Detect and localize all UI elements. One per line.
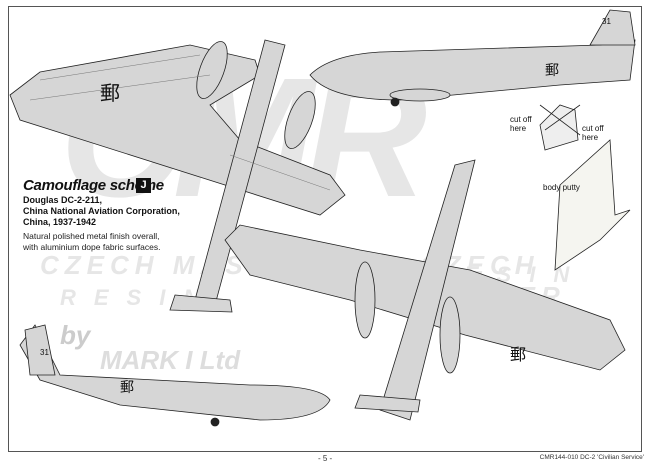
note-line: cut off [510,115,532,124]
description-line: with aluminium dope fabric surfaces. [23,241,161,252]
watermark-maker: MARK I Ltd [100,345,241,375]
page-frame [8,6,642,452]
page-number: - 5 - [318,454,333,463]
aircraft-period: China, 1937-1942 [23,217,97,227]
description-line: Natural polished metal finish overall, [23,231,160,241]
side-view-aircraft-upper: 郵 31 [309,9,636,107]
tail-detail [539,104,631,271]
scheme-letter-badge: J [136,178,151,193]
note-line: cut off [582,124,604,133]
aircraft-type: Douglas DC-2-211, [23,195,103,205]
scheme-title: Camouflage scheme [23,177,164,194]
body-putty-note: body putty [543,183,580,192]
top-view-aircraft: 郵 [9,39,346,313]
svg-text:郵: 郵 [545,62,559,78]
product-code: CMR144-010 DC-2 'Civilian Service' [539,454,644,461]
svg-text:郵: 郵 [120,379,134,395]
aircraft-operator: China National Aviation Corporation, [23,206,180,216]
note-line: here [582,133,599,142]
aircraft-info: Douglas DC-2-211, China National Aviatio… [23,195,180,228]
cut-off-note-right: cut off here [582,124,604,142]
tail-number-upper: 31 [602,17,611,26]
cut-off-note-left: cut off here [510,115,532,133]
svg-text:郵: 郵 [100,82,120,105]
bottom-view-aircraft: 郵 [224,159,626,421]
watermark-by: by [60,320,91,350]
side-view-aircraft-lower: 郵 31 [19,324,331,427]
finish-description: Natural polished metal finish overall, w… [23,231,160,252]
tail-number-lower: 31 [40,348,49,357]
note-line: here [510,124,527,133]
svg-text:郵: 郵 [510,346,526,364]
